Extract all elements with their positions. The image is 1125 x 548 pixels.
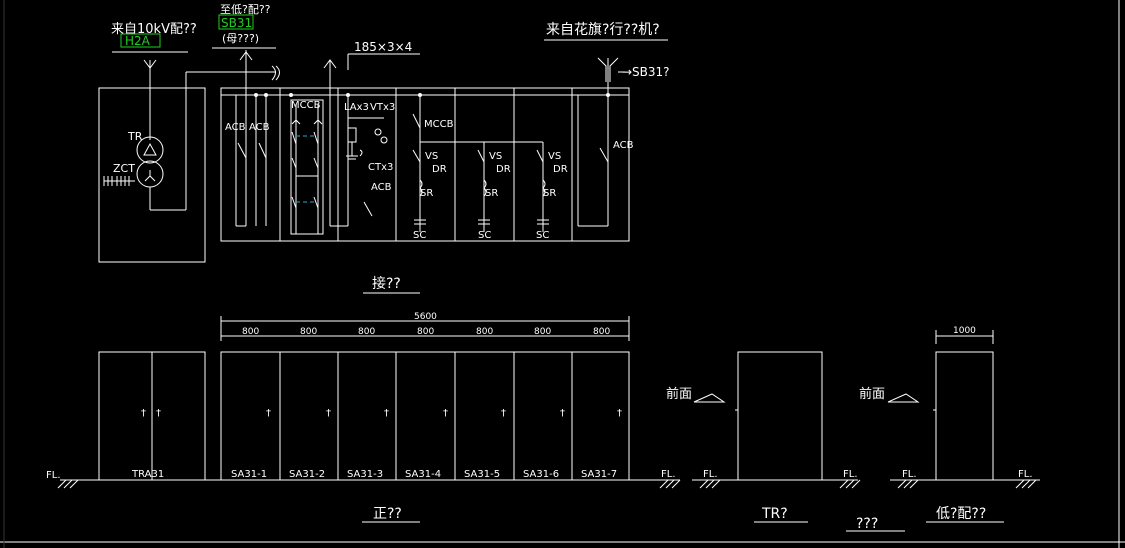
transformer-panel-label: TRA31 [131, 469, 164, 480]
svg-text:†: † [156, 408, 161, 419]
acb-label-1: ACB [225, 122, 246, 133]
floor-label-lv-left: FL. [902, 469, 917, 480]
generator-feed-target: →SB31? [622, 65, 670, 79]
vs-label-1: VS [425, 151, 438, 162]
acb-label-2: ACB [249, 122, 270, 133]
side-group-label: ??? [856, 516, 878, 532]
generator-feeder-label: 来自花旗?行??机? [546, 22, 660, 38]
dr-label-1: DR [432, 164, 447, 175]
module-width-1: 800 [242, 327, 259, 337]
svg-text:†: † [384, 408, 389, 419]
single-line-schematic: 来自10kV配?? H2A 至低?配?? SB31 (母???) 185×3×4… [98, 3, 670, 294]
svg-text:†: † [617, 408, 622, 419]
front-view-title: 正?? [373, 506, 402, 522]
sc-label-3: SC [536, 230, 549, 241]
panel-label-3: SA31-3 [347, 469, 383, 480]
sr-label-3: SR [543, 188, 556, 199]
module-width-7: 800 [593, 327, 610, 337]
lv-board-outline [220, 87, 630, 242]
floor-label-tr-left: FL. [703, 469, 718, 480]
lv-side-title: 低?配?? [936, 506, 986, 522]
svg-text:†: † [141, 408, 146, 419]
dr-label-2: DR [496, 164, 511, 175]
lv-side-cabinet [935, 351, 994, 481]
module-width-4: 800 [417, 327, 434, 337]
tr-label: TR [127, 130, 143, 143]
side-views: 前面 FL. FL. TR? ??? 1000 前面 FL. FL. 低?配?? [666, 326, 1040, 532]
floor-label-tr-right: FL. [843, 469, 858, 480]
svg-text:†: † [560, 408, 565, 419]
acb-label-4: ACB [613, 140, 634, 151]
panel-label-4: SA31-4 [405, 469, 441, 480]
to-lv-code-box [218, 14, 254, 30]
svg-text:†: † [326, 408, 331, 419]
panel-label-6: SA31-6 [523, 469, 559, 480]
sr-label-1: SR [420, 188, 433, 199]
incoming-feeder-label: 来自10kV配?? [111, 22, 197, 37]
module-width-5: 800 [476, 327, 493, 337]
incoming-code-box [120, 33, 161, 48]
tr-side-title: TR? [761, 506, 788, 522]
wiring-diagram-title: 接?? [372, 275, 401, 292]
total-width-dimension: 5600 [414, 312, 437, 322]
incoming-code: H2A [125, 34, 151, 48]
ctx3-label: CTx3 [368, 162, 393, 173]
floor-label-left: FL. [46, 470, 61, 481]
lv-width-dimension: 1000 [953, 326, 976, 336]
panel-label-1: SA31-1 [231, 469, 267, 480]
vtx3-label: VTx3 [370, 102, 395, 113]
lv-panel-row [220, 351, 630, 481]
to-lv-sub: (母???) [222, 32, 259, 45]
svg-text:†: † [443, 408, 448, 419]
sc-label-1: SC [413, 230, 426, 241]
module-width-2: 800 [300, 327, 317, 337]
sc-label-2: SC [478, 230, 491, 241]
front-direction-label-2: 前面 [859, 386, 885, 402]
front-direction-label-1: 前面 [666, 386, 692, 402]
to-lv-label: 至低?配?? [220, 3, 271, 16]
svg-text:†: † [501, 408, 506, 419]
module-width-3: 800 [358, 327, 375, 337]
tr-side-cabinet [737, 351, 823, 481]
transformer-cabinet-outline [98, 87, 206, 263]
transformer-coil-upper [136, 136, 164, 164]
lax3-label: LAx3 [344, 102, 369, 113]
module-width-6: 800 [534, 327, 551, 337]
zct-label: ZCT [113, 162, 135, 175]
cable-spec: 185×3×4 [354, 40, 412, 54]
panel-label-5: SA31-5 [464, 469, 500, 480]
panel-label-7: SA31-7 [581, 469, 617, 480]
floor-label-lv-right: FL. [1018, 469, 1033, 480]
front-view: 5600 800 800 800 800 800 800 800 † † † †… [46, 312, 681, 523]
acb-label-3: ACB [371, 182, 392, 193]
vs-label-2: VS [489, 151, 502, 162]
dr-label-3: DR [553, 164, 568, 175]
vs-label-3: VS [548, 151, 561, 162]
mccb-label-1: MCCB [291, 100, 321, 111]
mccb-label-2: MCCB [424, 119, 454, 130]
floor-label-right: FL. [661, 469, 676, 480]
sr-label-2: SR [485, 188, 498, 199]
panel-label-2: SA31-2 [289, 469, 325, 480]
svg-text:†: † [266, 408, 271, 419]
to-lv-code: SB31 [221, 16, 252, 30]
